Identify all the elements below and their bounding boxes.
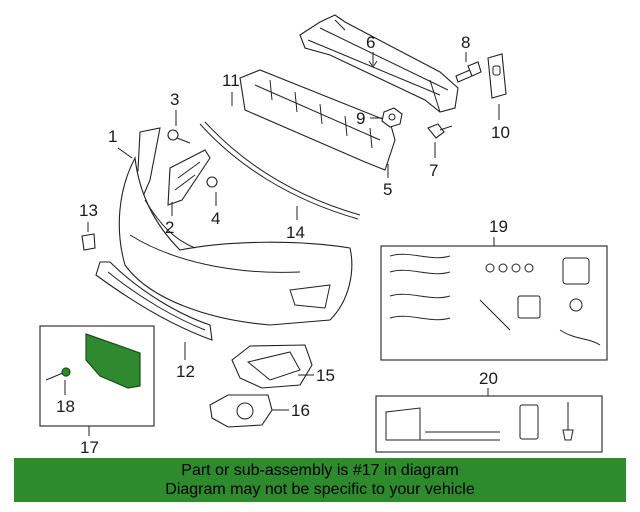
callout-1: 1 [108, 127, 117, 146]
leader-1 [117, 147, 133, 159]
callout-14: 14 [286, 223, 305, 242]
callout-3: 3 [170, 90, 179, 109]
callout-13: 13 [79, 201, 98, 220]
part-3-screw[interactable] [167, 129, 191, 144]
callout-19: 19 [489, 217, 508, 236]
callout-2: 2 [165, 218, 174, 237]
part-12-lower-grille[interactable] [95, 261, 213, 341]
parts-diagram: 6 8 10 11 5 9 7 3 1 [39, 14, 608, 457]
part-6-reinforcement[interactable] [299, 14, 459, 113]
banner-line-1: Part or sub-assembly is #17 in diagram [181, 462, 459, 479]
part-2-bracket[interactable] [167, 149, 211, 206]
assembly-17-box[interactable] [39, 325, 155, 427]
kit-19-box[interactable] [380, 245, 608, 361]
callout-8: 8 [461, 33, 470, 52]
callout-12: 12 [176, 362, 195, 381]
callout-9: 9 [356, 109, 365, 128]
bumper-cover[interactable] [118, 156, 353, 326]
callout-4: 4 [211, 209, 220, 228]
callout-6: 6 [366, 33, 375, 52]
callout-18: 18 [56, 397, 75, 416]
callout-15: 15 [316, 366, 335, 385]
info-banner: Part or sub-assembly is #17 in diagram D… [14, 458, 626, 502]
part-16-fog-lamp[interactable] [209, 394, 273, 428]
part-9-nut[interactable] [381, 107, 403, 128]
part-10-bracket[interactable] [487, 53, 507, 99]
part-18-fastener[interactable] [61, 367, 71, 377]
part-11-absorber[interactable] [239, 69, 396, 171]
callout-7: 7 [429, 161, 438, 180]
leader-6 [368, 52, 378, 68]
callout-10: 10 [491, 123, 510, 142]
part-17-bracket[interactable] [85, 333, 141, 389]
callout-11: 11 [222, 71, 240, 90]
banner-line-2: Diagram may not be specific to your vehi… [165, 481, 475, 498]
callout-16: 16 [291, 401, 310, 420]
part-8-push-pin[interactable] [455, 61, 482, 83]
part-14-strip[interactable] [199, 121, 361, 220]
kit-20-box[interactable] [375, 395, 603, 453]
callout-17: 17 [80, 438, 99, 457]
callout-5: 5 [383, 180, 392, 199]
part-13-clip[interactable] [81, 233, 96, 251]
part-15-fog-bezel[interactable] [231, 344, 313, 389]
part-7-bolt[interactable] [427, 123, 453, 139]
callout-20: 20 [479, 369, 498, 388]
part-4-screw[interactable] [206, 176, 218, 188]
